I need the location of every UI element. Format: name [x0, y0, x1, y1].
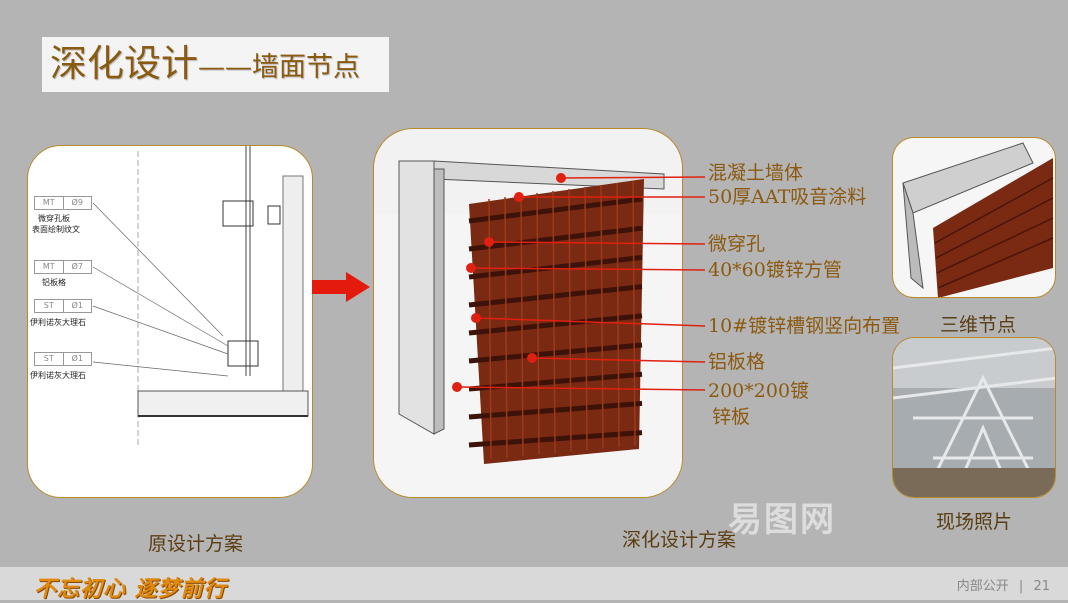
detailed-design-3d [373, 128, 683, 498]
rib [632, 180, 636, 446]
label-channel-steel: 10#镀锌槽钢竖向布置 [708, 315, 901, 337]
title-main: 深化设计 [50, 42, 198, 85]
rib [600, 184, 604, 449]
tag-note: 微穿孔板 [38, 214, 70, 223]
title-sub: ——墙面节点 [198, 52, 360, 83]
original-design-drawing: MT Ø9 微穿孔板 表面绘制纹文 MT Ø7 铝板格 ST Ø1 伊利诺灰大理石 S… [27, 145, 313, 498]
tag-note: 伊利诺灰大理石 [30, 371, 86, 380]
watermark: 易图网 [728, 500, 836, 540]
label-galvanized-plate-2: 锌板 [712, 406, 751, 428]
tag-num: Ø9 [62, 197, 92, 209]
tag-note: 伊利诺灰大理石 [30, 318, 86, 327]
tag-note: 表面绘制纹文 [32, 225, 80, 234]
material-tag: MT Ø7 [34, 260, 92, 274]
tag-num: Ø7 [62, 261, 92, 273]
material-tag: ST Ø1 [34, 299, 92, 313]
rib [504, 196, 508, 458]
label-concrete-wall: 混凝土墙体 [708, 162, 804, 184]
tag-code: MT [42, 262, 55, 271]
site-photo [892, 337, 1056, 498]
material-tag: MT Ø9 [34, 196, 92, 210]
page-number: 21 [1033, 579, 1050, 594]
label-square-tube: 40*60镀锌方管 [708, 259, 842, 281]
slat [468, 196, 643, 224]
label-acoustic-coating: 50厚AAT吸音涂料 [708, 186, 867, 208]
slogan: 不忘初心 逐梦前行 [34, 576, 227, 602]
caption-3d-node: 三维节点 [940, 314, 1017, 336]
slat [468, 284, 643, 308]
site-photo-image [893, 338, 1055, 497]
wall-3d-model [374, 160, 682, 497]
slat [468, 400, 643, 420]
caption-original-design: 原设计方案 [148, 533, 244, 555]
rib [616, 182, 620, 448]
material-tag: ST Ø1 [34, 352, 92, 366]
label-galvanized-plate-1: 200*200镀 [708, 380, 810, 402]
label-micro-perforation: 微穿孔 [708, 233, 766, 255]
page-title: 深化设计 ——墙面节点 [42, 37, 389, 92]
caption-detailed-design: 深化设计方案 [622, 529, 737, 551]
tag-num: Ø1 [62, 300, 92, 312]
slat [468, 225, 643, 252]
label-aluminum-grid: 铝板格 [708, 351, 766, 373]
classification: 内部公开 [956, 579, 1009, 594]
tag-code: ST [43, 301, 54, 310]
arrow-right-icon [312, 272, 370, 302]
tag-code: ST [43, 354, 54, 363]
tag-note: 铝板格 [42, 278, 66, 287]
3d-node-model [902, 142, 1054, 297]
section-drawing [92, 146, 309, 446]
tag-code: MT [42, 198, 55, 207]
slat [468, 342, 643, 364]
page-info: 内部公开 | 21 [956, 579, 1050, 594]
footer: 不忘初心 逐梦前行 内部公开 | 21 [0, 567, 1068, 602]
caption-site-photo: 现场照片 [936, 511, 1013, 533]
3d-node-image [892, 137, 1056, 298]
slat [468, 254, 643, 280]
tag-num: Ø1 [62, 353, 92, 365]
